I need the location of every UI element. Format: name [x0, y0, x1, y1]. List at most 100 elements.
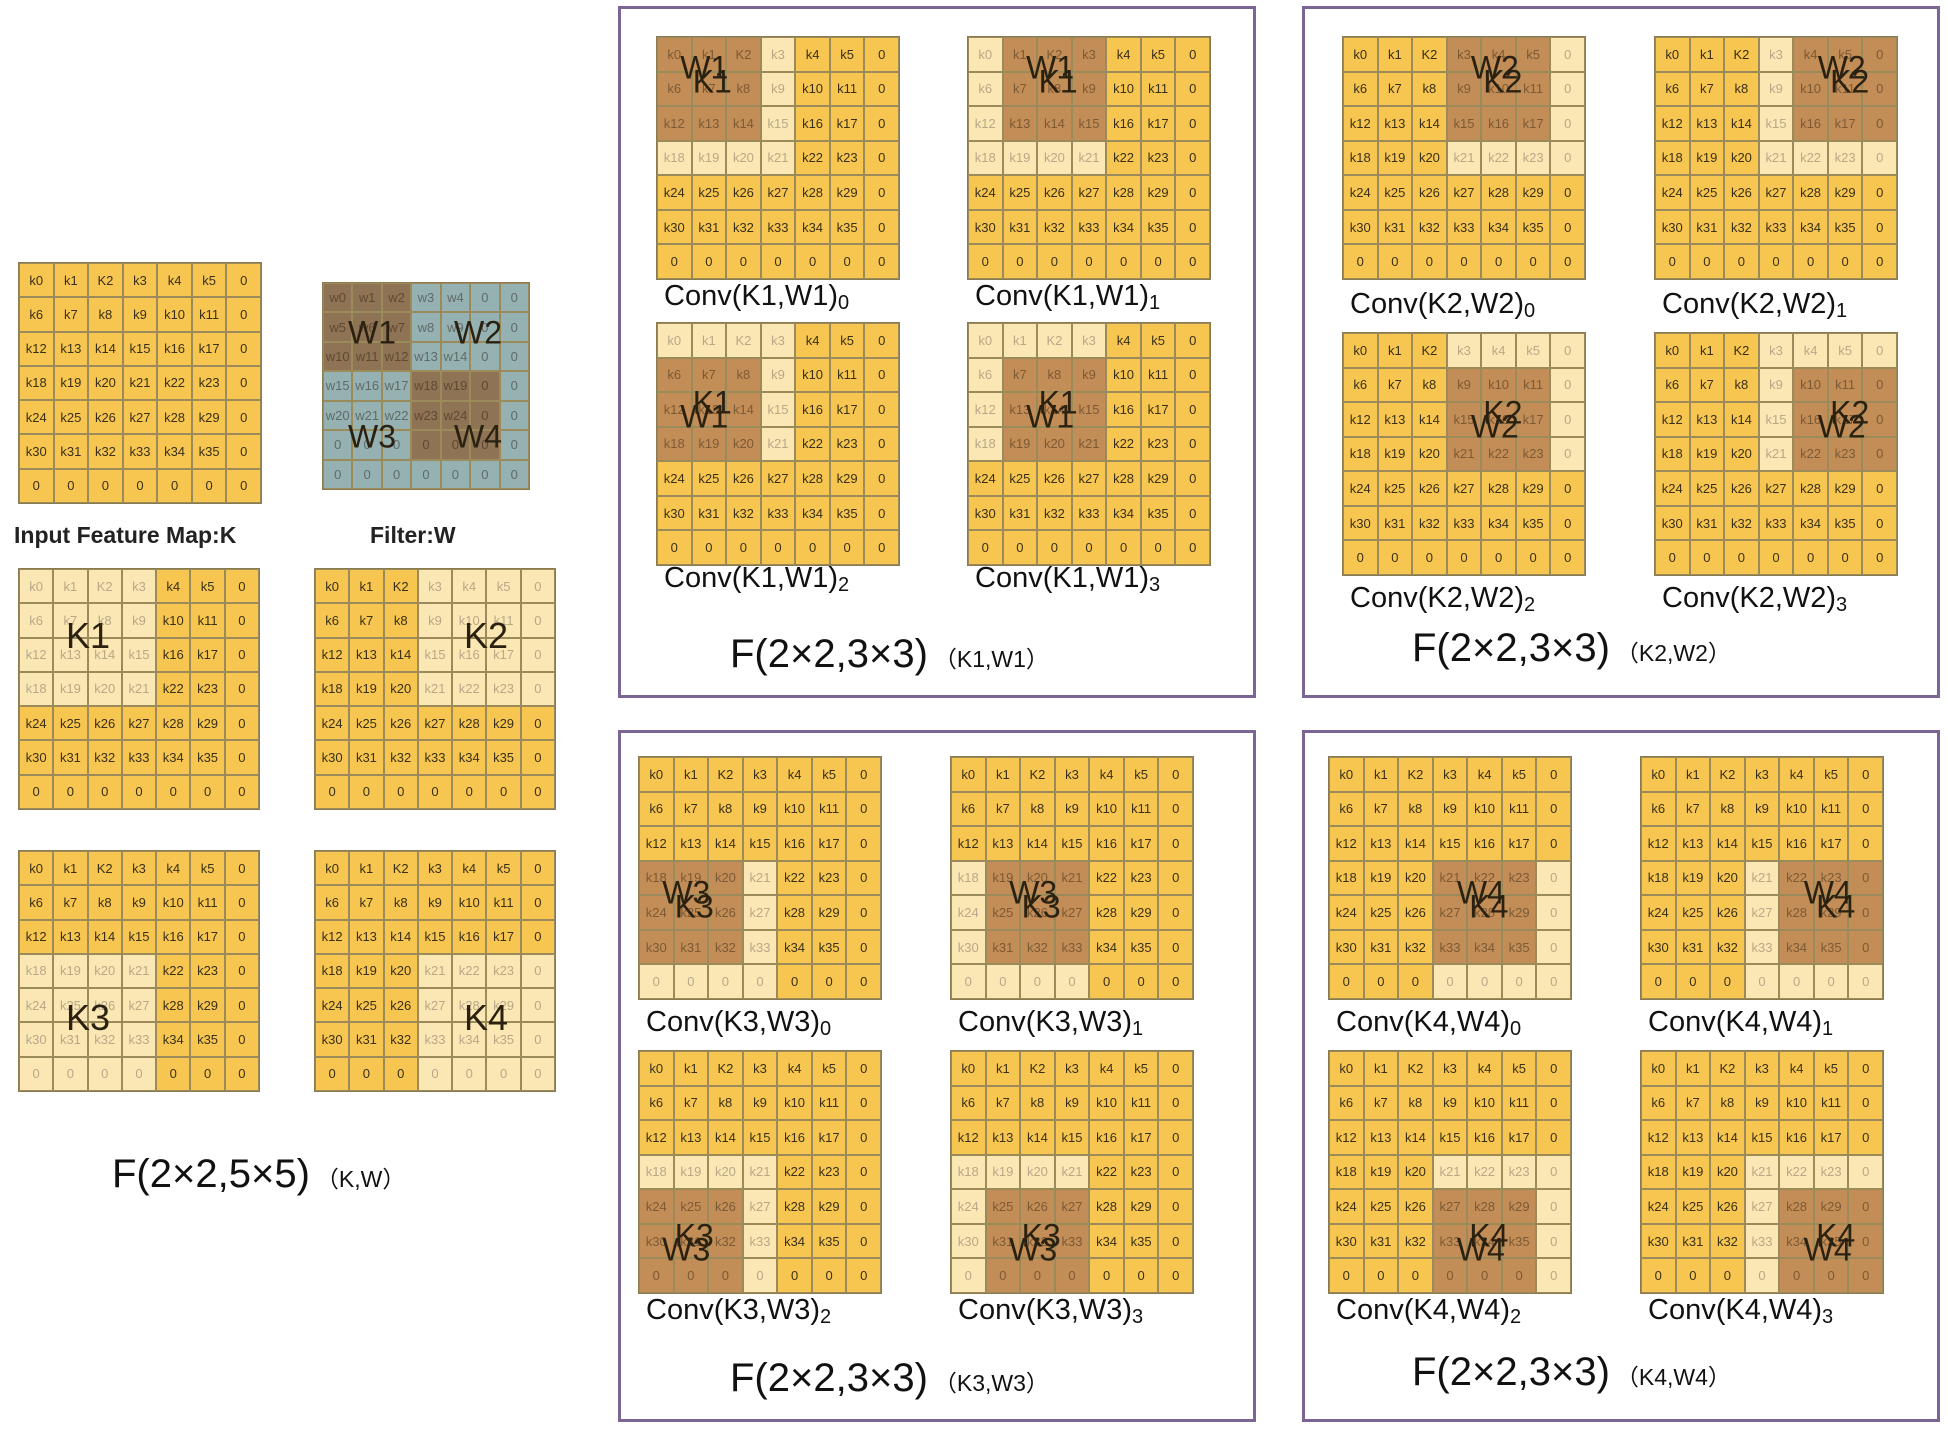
grid-cell: k19	[985, 860, 1021, 896]
grid-cell: k31	[1363, 929, 1399, 965]
grid-cell: k1	[1363, 1051, 1399, 1086]
grid-cell: k24	[1343, 175, 1378, 210]
filter-cell: w10	[323, 341, 353, 372]
grid-cell: 0	[1862, 244, 1897, 279]
grid-cell: k12	[315, 919, 350, 954]
conv-caption: Conv(K3,W3)0	[646, 1006, 831, 1041]
conv-caption: Conv(K1,W1)2	[664, 562, 849, 597]
grid-cell: k33	[1071, 495, 1107, 531]
grid-cell: k20	[1710, 860, 1745, 896]
grid-cell: 0	[1446, 244, 1482, 279]
grid-cell: k29	[1140, 175, 1176, 210]
grid-cell: 0	[1158, 1258, 1193, 1293]
grid-cell: 0	[315, 1056, 350, 1091]
grid-cell: 0	[1398, 964, 1433, 999]
grid-cell: k25	[673, 1189, 709, 1224]
panel-title-sub: （K4,W4）	[1615, 1364, 1731, 1390]
grid-cell: k12	[1329, 1120, 1364, 1155]
filter-cell: 0	[440, 430, 471, 460]
grid-cell: k17	[486, 637, 521, 672]
grid-cell: k22	[1089, 1154, 1124, 1190]
grid-cell: k23	[811, 1154, 847, 1190]
grid-cell: 0	[1020, 964, 1055, 999]
grid-cell: 0	[1343, 244, 1378, 279]
grid-cell: k30	[639, 929, 674, 965]
grid-cell: k30	[951, 929, 986, 965]
grid-cell: 0	[846, 1189, 881, 1224]
grid-cell: k25	[985, 1189, 1021, 1224]
grid-cell: k28	[795, 175, 830, 210]
grid-cell: k17	[811, 1120, 847, 1155]
conv-caption-main: Conv(K1,W1)	[664, 562, 839, 594]
grid-cell: 0	[1140, 530, 1176, 565]
grid-cell: k15	[742, 826, 778, 861]
grid-cell: k16	[1793, 402, 1828, 437]
grid-cell: k3	[1758, 37, 1794, 72]
grid-cell: k6	[19, 885, 54, 920]
grid-cell: k30	[1343, 209, 1378, 245]
grid-cell: k30	[315, 740, 350, 775]
grid-cell: k21	[121, 953, 157, 989]
panel-title-main: F(2×2,3×3)	[1412, 626, 1610, 670]
grid-cell: k23	[829, 426, 865, 462]
grid-cell: k6	[951, 791, 986, 827]
grid-cell: 0	[190, 1056, 225, 1091]
grid-cell: k4	[157, 263, 192, 298]
grid-cell: k9	[417, 603, 453, 638]
grid-cell: k17	[1827, 402, 1863, 437]
grid-cell: k14	[1037, 106, 1072, 141]
grid-cell: k26	[1724, 471, 1759, 506]
grid-cell: 0	[864, 426, 899, 462]
grid-cell: 0	[1848, 860, 1883, 896]
grid-cell: 0	[1158, 791, 1193, 827]
grid-cell: k26	[1710, 1189, 1745, 1224]
grid-cell: k24	[1343, 471, 1378, 506]
grid-cell: 0	[1175, 530, 1210, 565]
grid-cell: k17	[1501, 826, 1537, 861]
filter-cell: 0	[381, 430, 412, 460]
grid-cell: k22	[1481, 436, 1516, 472]
grid-cell: 0	[1037, 244, 1072, 279]
filter-cell: 0	[470, 283, 500, 313]
grid-cell: k27	[122, 400, 158, 435]
grid-cell: 0	[968, 530, 1003, 565]
grid-cell: k18	[951, 860, 986, 896]
grid-cell: k30	[968, 495, 1003, 531]
grid-cell: k10	[1481, 71, 1516, 107]
grid-cell: k12	[1641, 826, 1676, 861]
grid-cell: k22	[1793, 436, 1828, 472]
grid-cell: k26	[88, 400, 123, 435]
grid-cell: k21	[1744, 1154, 1780, 1190]
grid-cell: k18	[315, 953, 350, 989]
grid-cell: k22	[156, 671, 191, 707]
grid-cell: 0	[1071, 530, 1107, 565]
grid-cell: k34	[795, 495, 830, 531]
grid-cell: k20	[708, 860, 743, 896]
conv-caption-index: 2	[1510, 1306, 1522, 1328]
grid-cell: k1	[1689, 333, 1725, 368]
grid-cell: k14	[1020, 1120, 1055, 1155]
grid-cell: k28	[1106, 461, 1141, 496]
filter-cell: 0	[323, 430, 353, 460]
grid-cell: 0	[1175, 71, 1210, 107]
grid-cell: 0	[520, 569, 555, 604]
grid-cell: k21	[121, 671, 157, 707]
grid-cell: k33	[1446, 209, 1482, 245]
grid-cell: k29	[1501, 895, 1537, 930]
grid-cell: 0	[224, 671, 259, 707]
grid-cell: 0	[224, 569, 259, 604]
grid-cell: 0	[1827, 540, 1863, 575]
grid-cell: k32	[1724, 505, 1759, 541]
grid-cell: k19	[691, 426, 727, 462]
conv-caption-main: Conv(K1,W1)	[975, 280, 1150, 312]
filter-cell: w6	[352, 312, 382, 342]
grid-cell: k11	[190, 603, 225, 638]
grid-cell: k35	[486, 740, 521, 775]
grid-cell: 0	[1550, 367, 1585, 403]
grid-cell: k25	[1002, 461, 1038, 496]
grid-cell: k35	[1827, 505, 1863, 541]
grid-cell: k20	[1398, 860, 1433, 896]
